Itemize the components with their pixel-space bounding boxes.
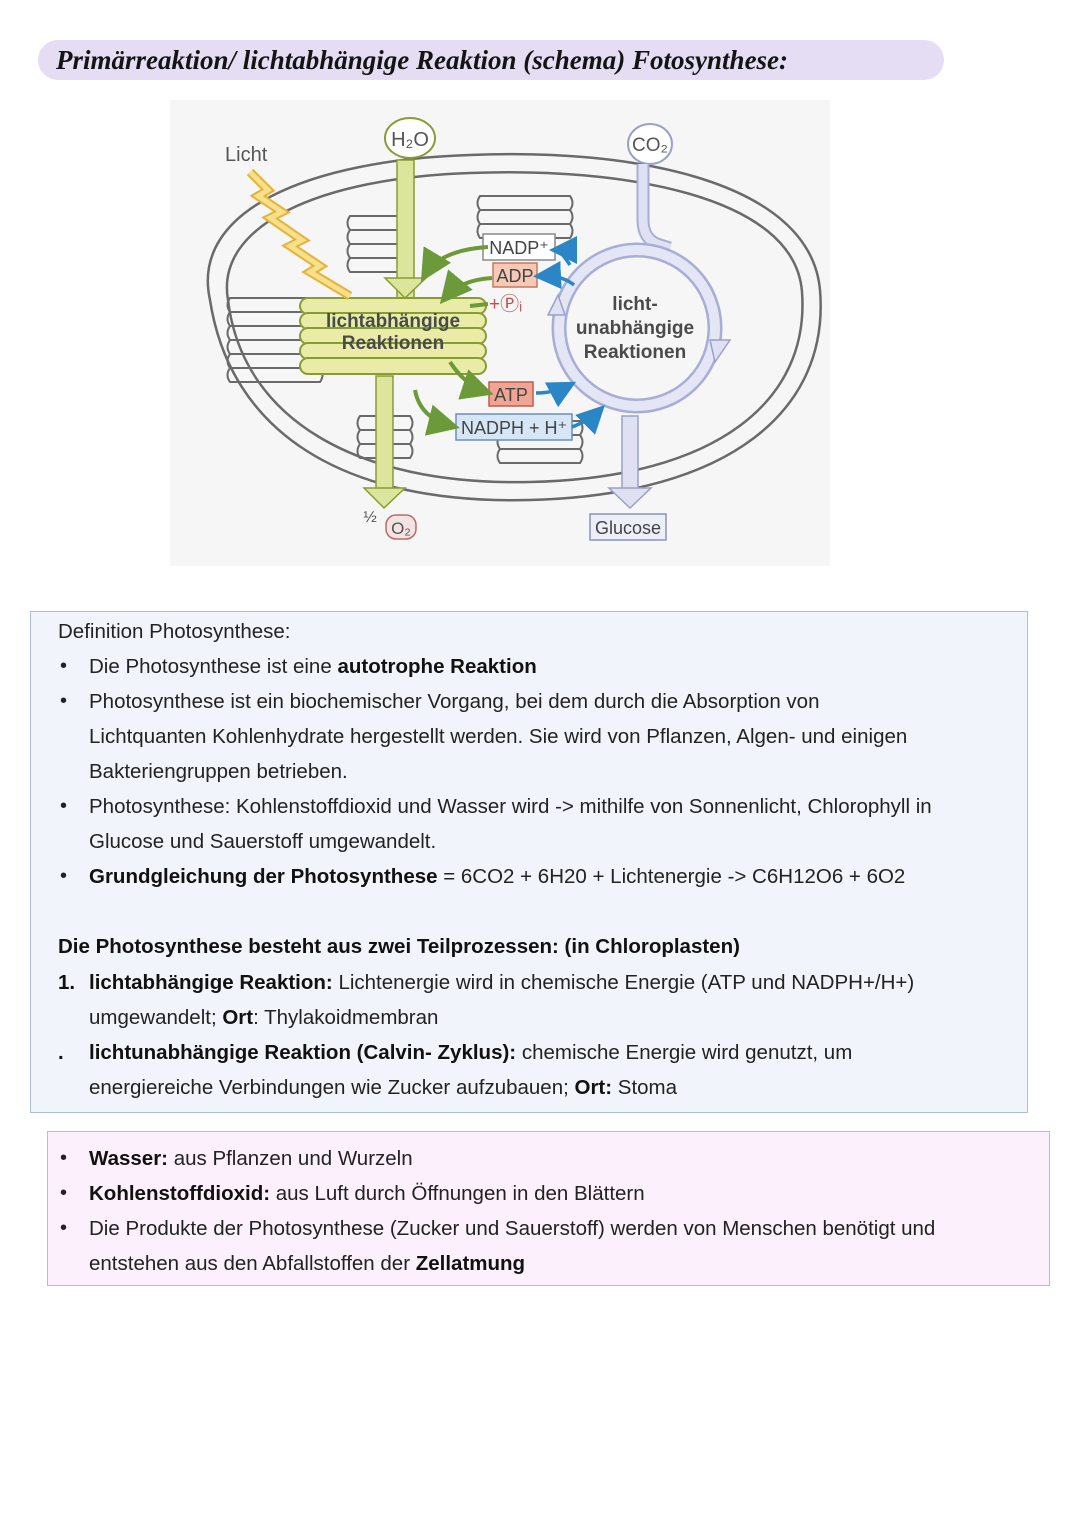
bullet-icon: • [60, 795, 68, 817]
bullet-icon: • [60, 865, 68, 887]
subprocess-heading: Die Photosynthese besteht aus zwei Teilp… [58, 935, 740, 958]
source-water: Wasser: aus Pflanzen und Wurzeln [89, 1147, 413, 1170]
light-reaction-item-line-1: lichtabhängige Reaktion: Lichtenergie wi… [89, 971, 915, 994]
dark-reactions-label-2: unabhängige [576, 318, 694, 339]
h2o-label: H₂O [391, 129, 429, 151]
bullet-icon: • [60, 1147, 68, 1169]
dark-reactions-label-1: licht- [612, 294, 657, 315]
sources-box [47, 1131, 1050, 1286]
definition-heading: Definition Photosynthese: [58, 620, 291, 643]
bullet-icon: • [60, 1182, 68, 1204]
dark-reaction-item-line-2: energiereiche Verbindungen wie Zucker au… [89, 1076, 678, 1099]
o2-label: O₂ [391, 519, 411, 538]
bullet-icon: • [60, 655, 68, 677]
bullet-icon: • [60, 1217, 68, 1239]
numbered-marker-2: . [58, 1041, 64, 1064]
source-products-line-1: Die Produkte der Photosynthese (Zucker u… [89, 1217, 936, 1240]
light-reaction-item-line-2: umgewandelt; Ort: Thylakoidmembran [89, 1006, 439, 1029]
definition-bullet-2-line-2: Lichtquanten Kohlenhydrate hergestellt w… [89, 725, 908, 748]
source-products-line-2: entstehen aus den Abfallstoffen der Zell… [89, 1252, 526, 1275]
dark-reaction-item-line-1: lichtunabhängige Reaktion (Calvin- Zyklu… [89, 1041, 853, 1064]
light-reaction-stack [299, 297, 487, 375]
definition-box [30, 611, 1028, 1113]
dark-reactions-label-3: Reaktionen [584, 342, 686, 363]
nadp-label: NADP⁺ [489, 238, 549, 258]
glucose-label: Glucose [595, 518, 661, 538]
source-co2: Kohlenstoffdioxid: aus Luft durch Öffnun… [89, 1182, 645, 1205]
definition-bullet-4: Grundgleichung der Photosynthese = 6CO2 … [89, 865, 906, 888]
definition-bullet-3-line-1: Photosynthese: Kohlenstoffdioxid und Was… [89, 795, 932, 818]
pi-label: +Ⓟᵢ [489, 293, 522, 315]
numbered-marker-1: 1. [58, 971, 76, 994]
page-title: Primärreaktion/ lichtabhängige Reaktion … [56, 45, 789, 75]
definition-bullet-2-line-1: Photosynthese ist ein biochemischer Vorg… [89, 690, 820, 713]
light-reactions-label-2: Reaktionen [342, 333, 444, 354]
licht-label: Licht [225, 144, 268, 166]
co2-label: CO₂ [632, 135, 668, 156]
chloroplast-diagram: lichtabhängige Reaktionen Licht H₂O CO₂ … [170, 100, 830, 566]
half-label: ½ [363, 509, 376, 526]
atp-label: ATP [494, 385, 528, 405]
definition-bullet-3-line-2: Glucose und Sauerstoff umgewandelt. [89, 830, 437, 853]
light-reactions-label-1: lichtabhängige [326, 311, 460, 332]
definition-bullet-2-line-3: Bakteriengruppen betrieben. [89, 760, 348, 783]
nadph-label: NADPH + H⁺ [461, 418, 567, 438]
outer-membrane [206, 152, 822, 502]
bullet-icon: • [60, 690, 68, 712]
adp-label: ADP [496, 266, 533, 286]
title-bar: Primärreaktion/ lichtabhängige Reaktion … [38, 40, 944, 80]
definition-bullet-1: Die Photosynthese ist eine autotrophe Re… [89, 655, 537, 678]
